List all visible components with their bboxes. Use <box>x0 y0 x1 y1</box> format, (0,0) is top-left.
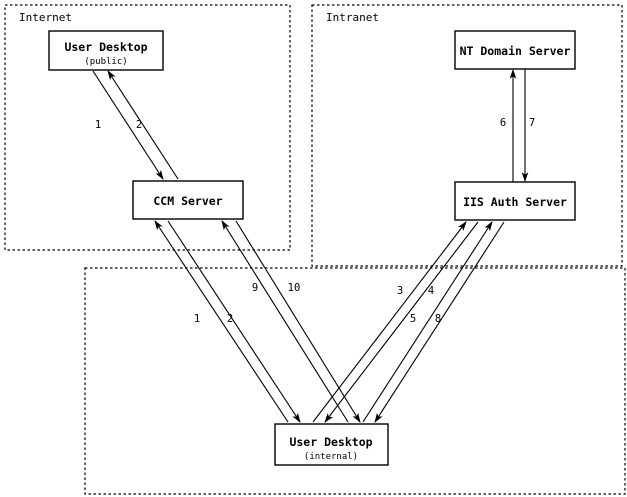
edge-line-10 <box>235 220 361 423</box>
node-user-desktop-internal-title: User Desktop <box>289 435 372 449</box>
edge-label-4: 4 <box>428 285 434 297</box>
edge-label-6: 6 <box>500 117 506 129</box>
edge-group-public-ccm <box>92 70 179 180</box>
node-user-desktop-internal[interactable]: User Desktop (internal) <box>274 423 389 466</box>
edge-line-1 <box>92 70 164 180</box>
edge-group-iis-nt <box>509 68 529 183</box>
node-iis-auth-server-box[interactable] <box>454 181 576 221</box>
node-nt-domain-server-box[interactable] <box>454 30 576 70</box>
edge-label-8: 8 <box>435 313 441 325</box>
node-user-desktop-public-subtitle: (public) <box>84 57 127 67</box>
zone-intranet: Intranet <box>311 4 623 267</box>
edge-label-2b: 2 <box>227 313 233 325</box>
node-user-desktop-internal-box[interactable] <box>274 423 389 466</box>
edge-label-7: 7 <box>529 117 535 129</box>
zone-internet-border <box>4 4 291 251</box>
node-iis-auth-server[interactable]: IIS Auth Server <box>454 181 576 221</box>
edge-line-4 <box>324 221 479 423</box>
edge-label-3: 3 <box>397 285 403 297</box>
node-user-desktop-public-box[interactable] <box>48 30 164 71</box>
edge-group-internal-iis-58 <box>362 221 505 423</box>
node-user-desktop-internal-subtitle: (internal) <box>304 452 358 462</box>
edge-label-2: 2 <box>136 119 142 131</box>
edge-line-8 <box>374 221 505 423</box>
edge-label-10: 10 <box>288 282 301 294</box>
node-user-desktop-public-title: User Desktop <box>64 40 147 54</box>
edge-label-5: 5 <box>410 313 416 325</box>
node-nt-domain-server-title: NT Domain Server <box>460 44 571 58</box>
zone-intranet-label: Intranet <box>326 11 379 24</box>
zone-internet-label: Internet <box>19 11 72 24</box>
zone-internal-border <box>84 267 626 495</box>
zone-intranet-border <box>311 4 623 267</box>
edge-label-1: 1 <box>95 119 101 131</box>
node-user-desktop-public[interactable]: User Desktop (public) <box>48 30 164 71</box>
edge-line-9 <box>221 220 349 423</box>
node-nt-domain-server[interactable]: NT Domain Server <box>454 30 576 70</box>
node-ccm-server-box[interactable] <box>132 180 244 220</box>
edge-line-1b <box>154 220 289 423</box>
edge-label-9: 9 <box>252 282 258 294</box>
node-ccm-server-title: CCM Server <box>153 194 222 208</box>
edge-line-2 <box>107 70 179 180</box>
node-ccm-server[interactable]: CCM Server <box>132 180 244 220</box>
edge-group-internal-ccm-910 <box>221 220 361 423</box>
edge-group-internal-ccm-12 <box>154 220 301 423</box>
edge-group-internal-iis-34 <box>312 221 479 423</box>
edge-label-1b: 1 <box>194 313 200 325</box>
edge-line-5 <box>362 221 493 423</box>
zone-internal <box>84 267 626 495</box>
edge-line-2b <box>167 220 301 423</box>
edge-line-3 <box>312 221 467 423</box>
node-iis-auth-server-title: IIS Auth Server <box>463 195 567 209</box>
zone-internet: Internet <box>4 4 291 251</box>
